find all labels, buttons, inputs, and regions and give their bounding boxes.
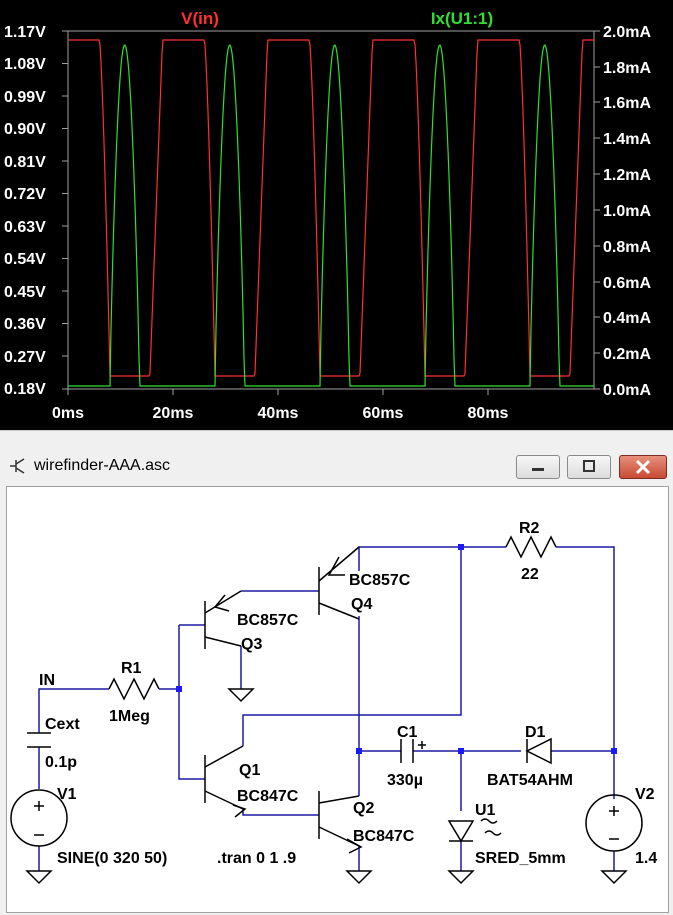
- right-tick-label: 1.8mA: [603, 60, 651, 77]
- u1-label[interactable]: U1: [475, 802, 496, 819]
- left-tick-label: 0.81V: [4, 154, 46, 171]
- right-tick-label: 0.6mA: [603, 275, 651, 292]
- left-tick-label: 0.45V: [4, 284, 46, 301]
- q2-name[interactable]: Q2: [353, 800, 374, 817]
- d1-value[interactable]: BAT54AHM: [487, 772, 573, 789]
- q2-model[interactable]: BC847C: [353, 828, 415, 845]
- v1-label[interactable]: V1: [57, 786, 77, 803]
- right-tick-label: 1.2mA: [603, 167, 651, 184]
- r2-label[interactable]: R2: [519, 520, 540, 537]
- right-axis: 2.0mA 1.8mA 1.6mA 1.4mA 1.2mA 1.0mA 0.8m…: [594, 24, 651, 399]
- net-label-in[interactable]: IN: [39, 672, 55, 689]
- c1-value[interactable]: 330µ: [387, 772, 423, 789]
- right-tick-label: 0.2mA: [603, 346, 651, 363]
- x-axis: 0ms 20ms 40ms 60ms 80ms: [52, 389, 509, 422]
- right-tick-label: 0.0mA: [603, 382, 651, 399]
- trace-title-ix[interactable]: Ix(U1:1): [431, 9, 493, 28]
- v2-label[interactable]: V2: [635, 786, 655, 803]
- left-tick-label: 1.17V: [4, 24, 46, 41]
- x-tick-label: 60ms: [363, 405, 404, 422]
- trace-ix[interactable]: [68, 44, 594, 387]
- schematic-icon: [10, 458, 25, 474]
- maximize-icon: [583, 460, 595, 472]
- left-tick-label: 0.72V: [4, 186, 46, 203]
- x-tick-label: 80ms: [468, 405, 509, 422]
- r1-value[interactable]: 1Meg: [109, 708, 150, 725]
- right-tick-label: 2.0mA: [603, 24, 651, 41]
- q1-name[interactable]: Q1: [239, 762, 260, 779]
- q1-model[interactable]: BC847C: [237, 788, 299, 805]
- schematic-canvas[interactable]: IN Cext 0.1p V1 SINE(0 320 50) R1 1Meg B…: [6, 486, 669, 913]
- right-tick-label: 1.4mA: [603, 131, 651, 148]
- schematic-window[interactable]: wirefinder-AAA.asc: [0, 450, 673, 915]
- left-tick-label: 0.54V: [4, 251, 46, 268]
- v1-value[interactable]: SINE(0 320 50): [57, 850, 167, 867]
- maximize-button[interactable]: [567, 455, 611, 479]
- cext-value[interactable]: 0.1p: [45, 754, 77, 771]
- right-tick-label: 0.4mA: [603, 310, 651, 327]
- close-button[interactable]: [619, 455, 667, 479]
- pane-separator[interactable]: [0, 430, 673, 451]
- minimize-icon: [532, 468, 544, 471]
- c1-label[interactable]: C1: [397, 724, 418, 741]
- tran-directive[interactable]: .tran 0 1 .9: [217, 850, 296, 867]
- wires[interactable]: [38, 546, 615, 871]
- r2-value[interactable]: 22: [521, 566, 539, 583]
- x-tick-label: 40ms: [258, 405, 299, 422]
- q4-model[interactable]: BC857C: [349, 572, 411, 589]
- ground-symbols: [25, 688, 628, 885]
- r1-label[interactable]: R1: [121, 660, 142, 677]
- window-titlebar[interactable]: wirefinder-AAA.asc: [0, 450, 673, 484]
- cext-label[interactable]: Cext: [45, 716, 80, 733]
- right-tick-label: 1.6mA: [603, 95, 651, 112]
- q3-name[interactable]: Q3: [241, 636, 262, 653]
- q3-model[interactable]: BC857C: [237, 612, 299, 629]
- waveform-plot[interactable]: V(in) Ix(U1:1) 1.17V 1.08V 0.99V 0.90V 0…: [0, 0, 673, 430]
- left-tick-label: 0.36V: [4, 316, 46, 333]
- d1-label[interactable]: D1: [525, 724, 546, 741]
- q4-name[interactable]: Q4: [351, 596, 372, 613]
- junction-nodes[interactable]: [176, 544, 617, 754]
- close-icon: [635, 459, 651, 475]
- left-tick-label: 0.99V: [4, 89, 46, 106]
- minimize-button[interactable]: [516, 455, 560, 479]
- left-tick-label: 0.90V: [4, 121, 46, 138]
- right-tick-label: 1.0mA: [603, 203, 651, 220]
- trace-vin[interactable]: [68, 39, 594, 377]
- u1-value[interactable]: SRED_5mm: [475, 850, 566, 867]
- component-marks: [34, 556, 619, 854]
- x-tick-label: 0ms: [52, 405, 84, 422]
- left-tick-label: 0.63V: [4, 219, 46, 236]
- plot-area[interactable]: [67, 30, 595, 390]
- x-tick-label: 20ms: [153, 405, 194, 422]
- left-tick-label: 0.18V: [4, 381, 46, 398]
- v2-value[interactable]: 1.4: [635, 850, 657, 867]
- left-axis: 1.17V 1.08V 0.99V 0.90V 0.81V 0.72V 0.63…: [4, 24, 68, 398]
- left-tick-label: 0.27V: [4, 349, 46, 366]
- left-tick-label: 1.08V: [4, 56, 46, 73]
- right-tick-label: 0.8mA: [603, 239, 651, 256]
- trace-title-vin[interactable]: V(in): [181, 9, 219, 28]
- components[interactable]: [10, 535, 643, 852]
- window-title: wirefinder-AAA.asc: [34, 457, 171, 474]
